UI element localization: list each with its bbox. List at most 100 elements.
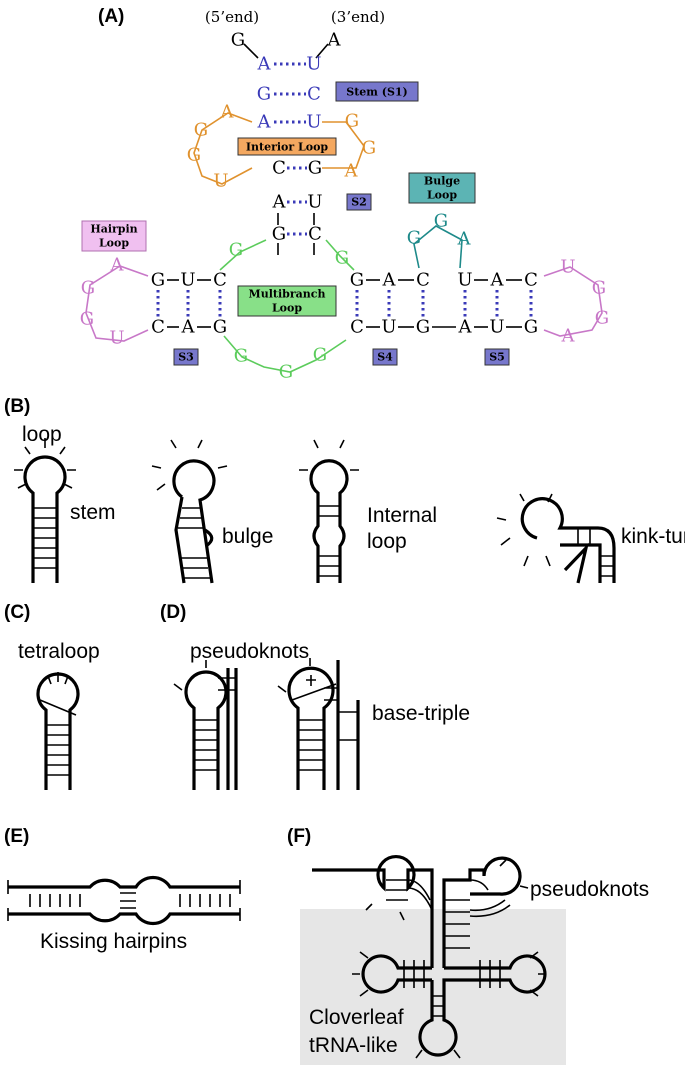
nt-rl3: G [595,308,609,329]
label-boxes: Stem (S1) Interior Loop S2 Bulge Loop Ha… [81,81,510,366]
pseudoknot-1-hairpin [184,670,228,790]
pseudoknots-label: pseudoknots [190,640,309,663]
s3-label: S3 [178,351,194,364]
internal-loop-outline [309,459,349,583]
s2-label: S2 [351,196,367,209]
cloverleaf-label-2: tRNA-like [309,1034,398,1057]
stem-loop-hairpin: loop stem [14,423,116,583]
multibranch-upper-right-backbone [325,239,355,271]
panel-f-label: (F) [287,826,311,847]
nt-s5-b3: G [524,317,538,338]
nt-s2-l1: C [272,158,286,179]
nt-s1-l3: A [257,112,272,133]
nt-s1-r3: U [306,112,321,133]
nt-s1-l1: A [257,54,272,75]
stem-label: stem [70,501,116,524]
nt-s4-t1: G [350,270,364,291]
bulge-loop-box [408,172,476,204]
nt-s1-r2: C [307,84,321,105]
nt-rl2: G [592,278,606,299]
multibranch-upper-left-backbone [219,239,267,271]
s3-box [173,348,199,366]
cloverleaf-top-left-arm [312,855,434,968]
s5-box [484,348,510,366]
nt-hp4: U [109,328,124,349]
multibranch-loop-label-2: Loop [272,302,302,315]
nt-s4-b3: G [416,317,430,338]
pseudoknot-structure-1 [173,660,238,790]
cloverleaf-top-rungs [386,879,470,949]
internal-loop-ticks [299,439,359,471]
backbone-3prime [315,43,329,59]
nt-hp3: G [80,309,94,330]
pseudoknot-structure-2: base-triple [277,658,470,790]
hairpin-loop-backbone [85,265,149,342]
bulge-label: bulge [222,525,273,548]
nt-s5-t1: U [457,270,472,291]
cloverleaf-structure: pseudoknots Cloverleaf tRNA-like [309,855,649,1059]
internal-loop-structure: Internal loop [299,439,437,583]
nt-mb-b1: G [234,346,248,367]
nt-s1-r1: U [306,54,321,75]
pseudoknot-2-rungs [277,658,358,771]
pseudoknot-2-hairpin [287,666,335,790]
cloverleaf-lower-arms [361,954,547,1057]
kissing-loop-pairs [120,892,136,909]
kissing-top-strand [8,876,240,889]
base-pairs [156,62,533,318]
hairpin-loop-label-2: Loop [99,237,129,250]
interior-loop-right-backbone [322,121,365,169]
base-triple-label: base-triple [372,702,470,725]
nt-s2-l3: G [272,224,286,245]
panel-d-label: (D) [160,602,186,623]
panel-d: (D) pseudoknots base-triple [160,602,470,790]
panel-f: (F) pseudoknots Cloverleaf tRNA-like [287,826,649,1065]
panel-e-label: (E) [4,826,29,847]
tetraloop-marks [39,672,77,716]
nt-s4-b1: C [350,317,364,338]
backbone-lines [167,43,522,328]
interior-loop-left-backbone [193,112,253,185]
kissing-strand-ends [7,880,241,921]
nt-rl1: U [560,257,575,278]
kissing-hairpins-label: Kissing hairpins [40,930,187,953]
nt-s5-b1: A [458,317,473,338]
interior-loop-box [237,137,337,156]
right-loop-backbone [543,266,603,337]
kink-turn-structure: kink-turn [496,493,685,584]
nt-il-l4: U [213,171,228,192]
s5-label: S5 [489,351,505,364]
nt-top-g: G [231,30,245,51]
nt-s1-l2: G [257,84,271,105]
nt-il-r2: G [362,138,376,159]
nt-s3-t3: C [213,270,227,291]
cloverleaf-label-1: Cloverleaf [309,1006,404,1029]
pseudoknot-1-rungs [173,660,236,771]
nt-il-l3: G [187,145,201,166]
kink-turn-outer [520,497,616,583]
pseudoknot-1-strands [226,668,238,790]
cloverleaf-lower-rungs [403,960,501,1017]
nt-mb-top-l: G [229,240,243,261]
bulge-right-strand [172,459,216,584]
nt-mb-b3: G [313,345,327,366]
kink-turn-loop-ticks [496,493,553,567]
nt-il-r3: A [344,161,359,182]
pseudoknot-2-strands [336,660,360,790]
kink-turn-label: kink-turn [621,525,685,548]
nt-bl2: G [434,211,448,232]
backbone-5prime [243,43,259,59]
nt-s4-b2: U [381,317,396,338]
panel-b-label: (B) [4,396,30,417]
s4-label: S4 [377,351,393,364]
loop-label: loop [22,423,62,446]
hairpin-loop-box [81,220,147,252]
panel-a: (A) (5’end) (3’end) [80,6,609,383]
nt-s4-t3: C [416,270,430,291]
panel-c-label: (C) [4,602,30,623]
bulge-loop-backbone [413,225,463,269]
stem-loop-outline [23,455,67,583]
bulge-loop-label-2: Loop [427,189,457,202]
bulge-structure: bulge [151,439,273,584]
